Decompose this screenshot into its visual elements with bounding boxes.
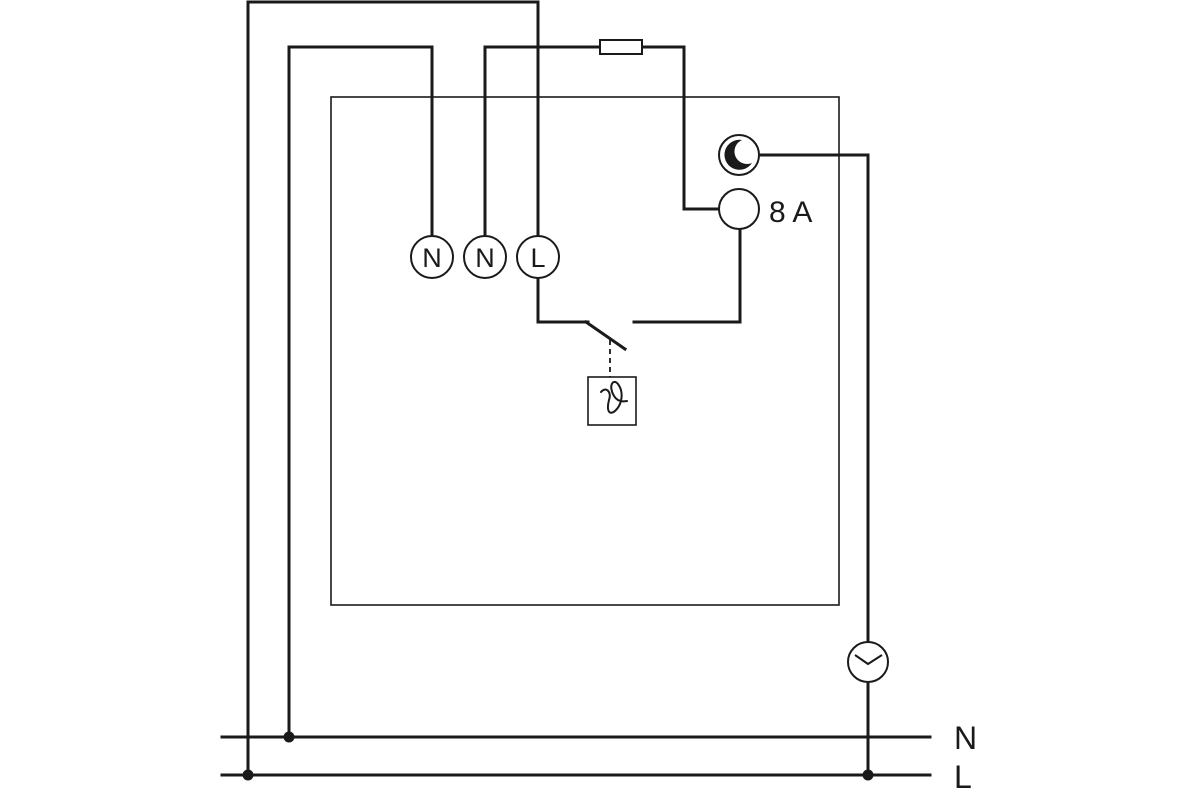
terminal-n1-label: N — [422, 243, 442, 273]
terminal-l: L — [516, 235, 560, 279]
output-rating-label: 8 A — [769, 196, 812, 229]
neutral-rail-label: N — [954, 720, 977, 756]
junction-line-left — [242, 769, 254, 781]
wire-line-supply — [246, 0, 540, 777]
clock-icon — [847, 641, 889, 683]
device-housing — [330, 96, 840, 606]
switch-blade — [583, 319, 628, 352]
terminal-n2: N — [463, 235, 507, 279]
terminal-n1: N — [410, 235, 454, 279]
wire-setback-to-timer — [758, 153, 870, 642]
line-rail-label: L — [954, 759, 972, 795]
wire-switch-out — [632, 228, 742, 324]
wire-fused-neutral — [483, 45, 602, 238]
wire-neutral-supply — [287, 45, 434, 739]
wire-fuse-to-output — [640, 45, 720, 211]
theta-icon — [587, 376, 637, 426]
output-terminal — [718, 188, 760, 230]
terminal-l-label: L — [530, 243, 545, 273]
moon-icon — [718, 134, 760, 176]
junction-neutral — [283, 731, 295, 743]
fuse-icon — [599, 39, 643, 55]
wire-switch-in — [536, 276, 590, 324]
terminal-n2-label: N — [475, 243, 495, 273]
junction-line-right — [862, 769, 874, 781]
